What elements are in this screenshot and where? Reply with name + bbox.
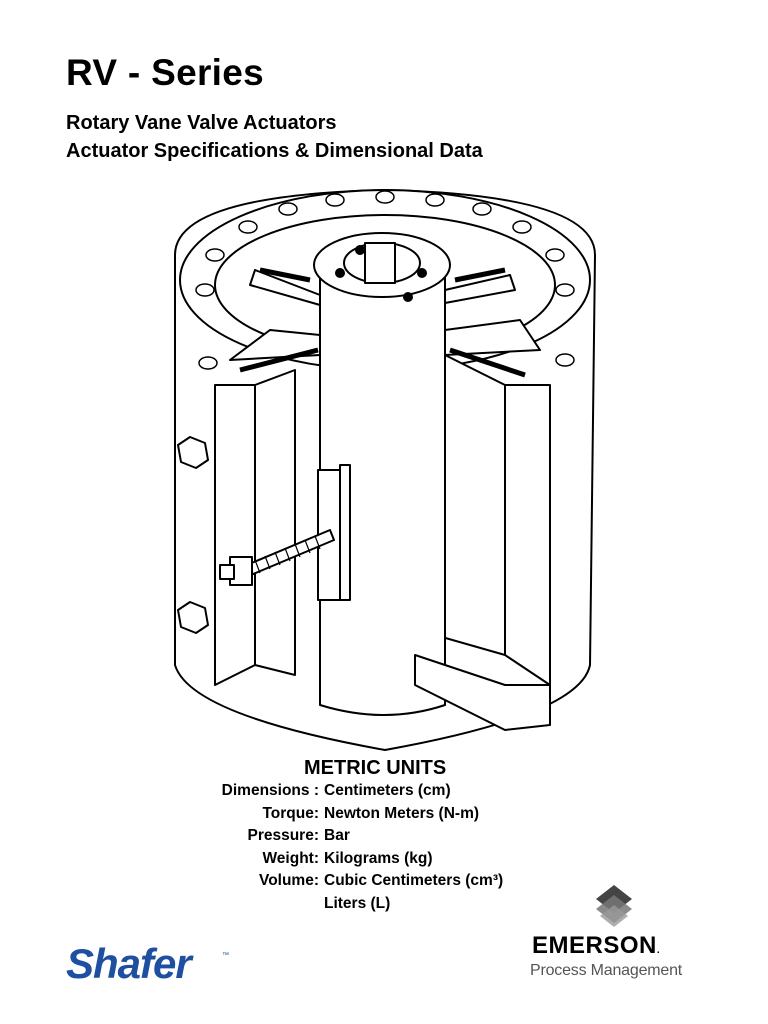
shafer-trademark: ™ [222, 952, 229, 959]
units-row-liters: Liters (L) [160, 895, 580, 918]
subtitle-product: Rotary Vane Valve Actuators [66, 112, 337, 134]
document-title: RV - Series [66, 52, 265, 93]
units-row-weight: Weight: Kilograms (kg) [160, 850, 580, 873]
units-value: Newton Meters (N-m) [324, 804, 480, 822]
shafer-logo: Shafer [66, 940, 192, 987]
process-management-label: Process Management [530, 962, 683, 979]
emerson-icon [596, 885, 632, 927]
units-row-pressure: Pressure: Bar [160, 827, 580, 850]
units-value: Kilograms (kg) [324, 849, 433, 867]
subtitle-specs: Actuator Specifications & Dimensional Da… [66, 140, 483, 162]
emerson-wordmark: EMERSON [532, 932, 657, 959]
units-row-torque: Torque: Newton Meters (N-m) [160, 805, 580, 828]
units-label: Weight: [262, 849, 319, 867]
units-row-volume: Volume: Cubic Centimeters (cm³) [160, 872, 580, 895]
units-label: Pressure: [247, 827, 319, 844]
units-list: Dimensions : Centimeters (cm) Torque: Ne… [160, 782, 580, 917]
units-value: Liters (L) [324, 894, 391, 912]
units-value: Centimeters (cm) [324, 782, 451, 799]
units-heading: METRIC UNITS [304, 757, 447, 779]
emerson-dot: . [656, 945, 661, 956]
actuator-cutaway-illustration [174, 189, 596, 751]
units-label: Torque: [262, 804, 319, 822]
units-label: Volume: [259, 872, 319, 889]
emerson-logo: EMERSON. [532, 932, 660, 960]
units-row-dimensions: Dimensions : Centimeters (cm) [160, 782, 580, 805]
units-value: Cubic Centimeters (cm³) [324, 872, 504, 889]
units-value: Bar [324, 827, 350, 844]
units-label: Dimensions : [221, 782, 319, 799]
